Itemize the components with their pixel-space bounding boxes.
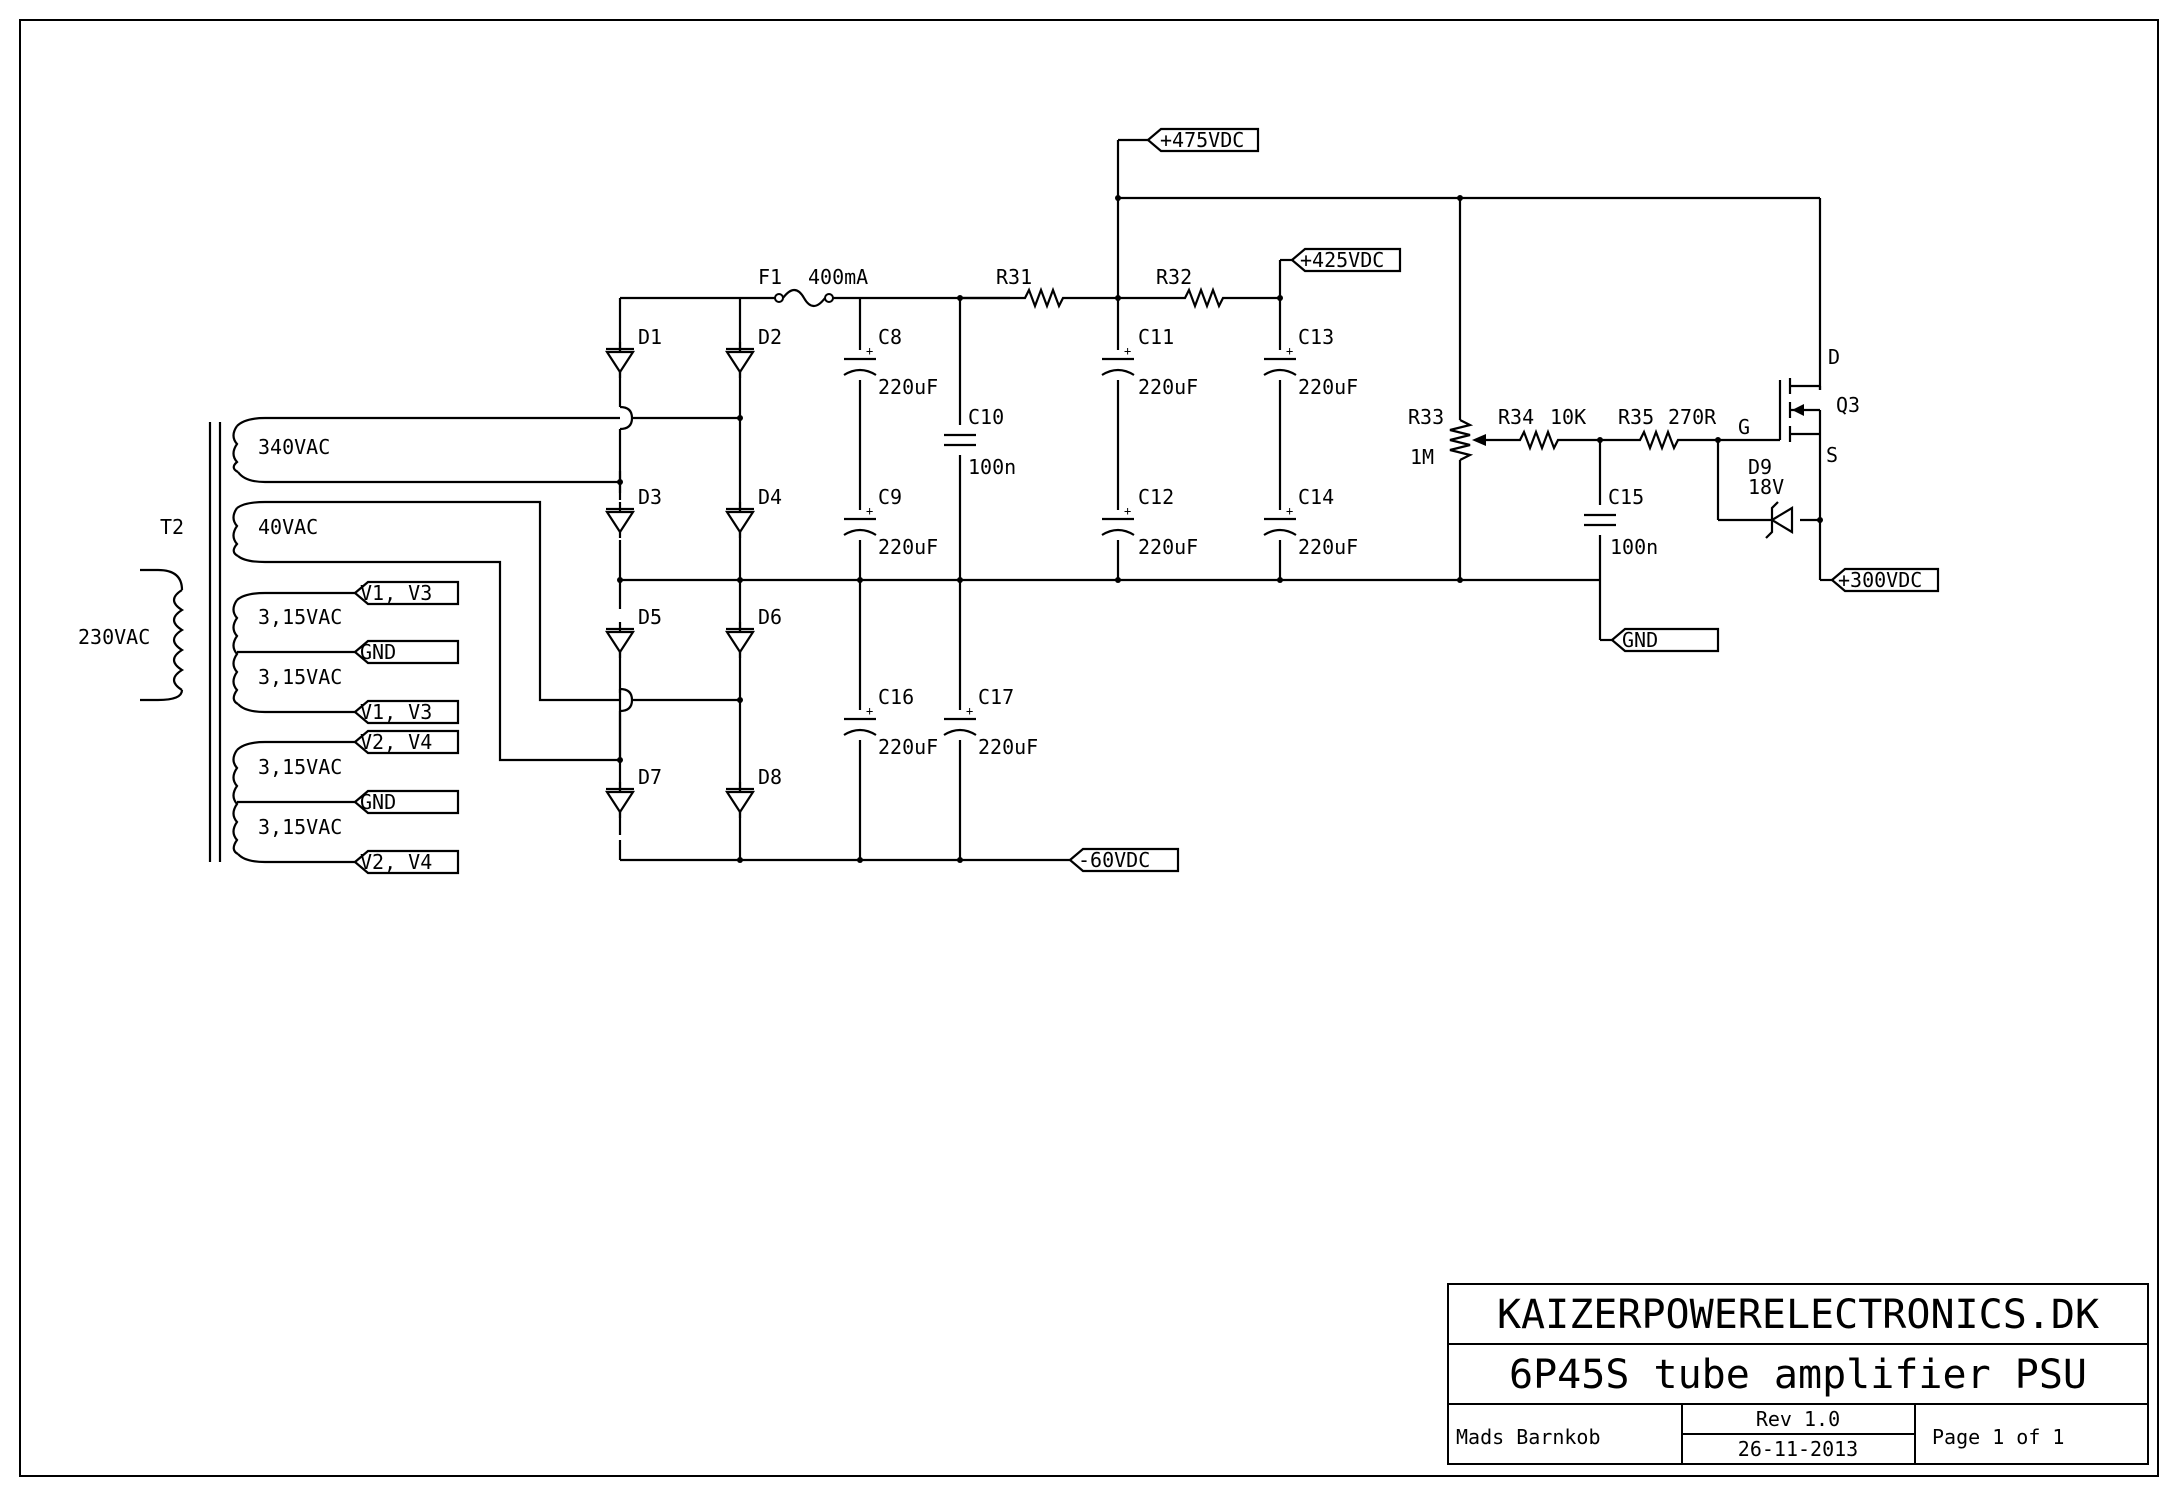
hv-rail-wiring: [1116, 138, 1822, 580]
mosfet-q3: [1778, 378, 1832, 582]
cap-c13-value: 220uF: [1298, 375, 1358, 399]
heater-winding-4-label: 3,15VAC: [258, 815, 342, 839]
cap-c14-value: 220uF: [1298, 535, 1358, 559]
port-gnd-heater-2: GND: [360, 790, 396, 814]
resistor-r31-ref: R31: [996, 265, 1032, 289]
cap-c12-value: 220uF: [1138, 535, 1198, 559]
cap-c9-value: 220uF: [878, 535, 938, 559]
port-v1v3-top: V1, V3: [360, 581, 432, 605]
heater-winding-2-label: 3,15VAC: [258, 665, 342, 689]
cap-c15-value: 100n: [1610, 535, 1658, 559]
title-block-page: Page 1 of 1: [1932, 1425, 2064, 1449]
fuse-ref: F1: [758, 265, 782, 289]
pot-r33-value: 1M: [1410, 445, 1434, 469]
port-gnd-main: GND: [1622, 628, 1658, 652]
title-block-company: KAIZERPOWERELECTRONICS.DK: [1497, 1292, 2099, 1338]
primary-voltage-label: 230VAC: [78, 625, 150, 649]
winding-340vac-label: 340VAC: [258, 435, 330, 459]
sheet-border: [19, 19, 2159, 1477]
mosfet-drain-label: D: [1828, 345, 1840, 369]
cap-c12-ref: C12: [1138, 485, 1174, 509]
cap-c8-ref: C8: [878, 325, 902, 349]
diode-d3-label: D3: [638, 485, 662, 509]
port-v2v4-top: V2, V4: [360, 730, 432, 754]
title-block: [1447, 1283, 2149, 1465]
diode-d2-label: D2: [758, 325, 782, 349]
cap-c11-value: 220uF: [1138, 375, 1198, 399]
port-v2v4-bottom: V2, V4: [360, 850, 432, 874]
mosfet-gate-label: G: [1738, 415, 1750, 439]
resistor-r35-value: 270R: [1668, 405, 1717, 429]
cap-c11-ref: C11: [1138, 325, 1174, 349]
port-425vdc: +425VDC: [1300, 248, 1384, 272]
port-v1v3-bottom: V1, V3: [360, 700, 432, 724]
transformer-t2: [140, 416, 620, 864]
junction-dots: [617, 195, 1823, 863]
mosfet-ref: Q3: [1836, 393, 1860, 417]
diode-d4-label: D4: [758, 485, 782, 509]
cap-c10-value: 100n: [968, 455, 1016, 479]
cap-c10-ref: C10: [968, 405, 1004, 429]
diode-d5-label: D5: [638, 605, 662, 629]
cap-c8-value: 220uF: [878, 375, 938, 399]
resistor-r32-ref: R32: [1156, 265, 1192, 289]
port-300vdc: +300VDC: [1838, 568, 1922, 592]
cap-c15-ref: C15: [1608, 485, 1644, 509]
resistor-r35-ref: R35: [1618, 405, 1654, 429]
pot-r33-ref: R33: [1408, 405, 1444, 429]
heater-port-flags: [353, 580, 460, 875]
heater-winding-3-label: 3,15VAC: [258, 755, 342, 779]
cap-c17-ref: C17: [978, 685, 1014, 709]
filter-caps-right: [1098, 342, 1300, 540]
diode-d1-label: D1: [638, 325, 662, 349]
resistor-r34-ref: R34: [1498, 405, 1534, 429]
title-block-title: 6P45S tube amplifier PSU: [1509, 1352, 2087, 1398]
diode-d6-label: D6: [758, 605, 782, 629]
diode-d8-label: D8: [758, 765, 782, 789]
fuse-rating: 400mA: [808, 265, 868, 289]
rectifier-wiring: [618, 296, 1600, 862]
port-minus-60vdc: -60VDC: [1078, 848, 1150, 872]
cap-c14-ref: C14: [1298, 485, 1334, 509]
cap-c9-ref: C9: [878, 485, 902, 509]
hv-port-flags: [1146, 127, 1402, 273]
regulator-wiring: [1449, 419, 1820, 642]
title-block-revision: Rev 1.0: [1756, 1407, 1840, 1431]
resistors-r31-r32: [960, 288, 1280, 308]
port-gnd-heater-1: GND: [360, 640, 396, 664]
diode-d7-label: D7: [638, 765, 662, 789]
zener-ref: D9: [1748, 455, 1772, 479]
cap-c16-ref: C16: [878, 685, 914, 709]
winding-40vac-label: 40VAC: [258, 515, 318, 539]
transformer-ref: T2: [160, 515, 184, 539]
output-port-flags: [1068, 567, 1940, 873]
cap-c15-symbol: [1580, 505, 1620, 535]
filter-caps-left: [840, 342, 980, 740]
cap-c16-value: 220uF: [878, 735, 938, 759]
heater-winding-1-label: 3,15VAC: [258, 605, 342, 629]
mosfet-source-label: S: [1826, 443, 1838, 467]
title-block-date: 26-11-2013: [1738, 1437, 1858, 1461]
cap-c17-value: 220uF: [978, 735, 1038, 759]
zener-d9: [1765, 501, 1794, 539]
resistor-r34-value: 10K: [1550, 405, 1586, 429]
port-475vdc: +475VDC: [1160, 128, 1244, 152]
cap-c13-ref: C13: [1298, 325, 1334, 349]
zener-value: 18V: [1748, 475, 1784, 499]
title-block-author: Mads Barnkob: [1456, 1425, 1601, 1449]
